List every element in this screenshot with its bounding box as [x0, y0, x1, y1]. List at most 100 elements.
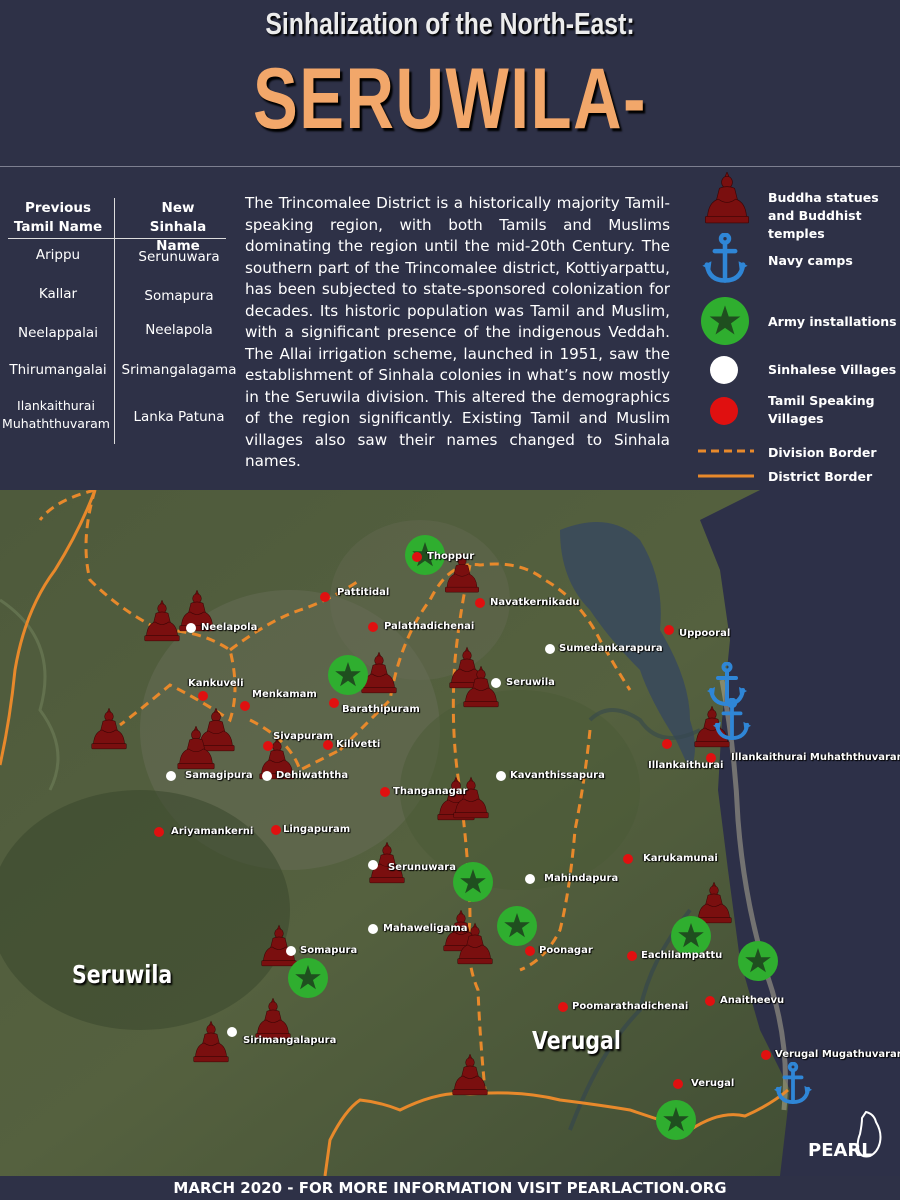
buddha-icon	[704, 172, 750, 224]
place-label: Kavanthissapura	[510, 770, 605, 781]
division-border	[38, 490, 632, 1091]
place-label: Somapura	[300, 945, 358, 956]
place-label: Pattitidal	[337, 587, 390, 598]
table-cell-new: Lanka Patuna	[133, 409, 225, 425]
tamil-village-marker	[154, 827, 164, 837]
place-label: Samagipura	[185, 770, 253, 781]
sinhalese-village-marker	[545, 644, 555, 654]
table-cell-previous: Arippu	[35, 247, 81, 263]
header-divider	[0, 166, 900, 167]
legend-label-sinhalese: Sinhalese Villages	[768, 362, 897, 377]
place-label: Poomarathadichenai	[572, 1001, 689, 1012]
legend-label-district: District Border	[768, 469, 873, 484]
tamil-village-marker	[705, 996, 715, 1006]
table-cell-previous: Neelappalai	[18, 325, 98, 341]
column-header-line: Sinhala Name	[149, 219, 207, 254]
tamil-village-marker	[271, 825, 281, 835]
tamil-village-marker	[706, 753, 716, 763]
sea	[700, 490, 900, 1176]
table-cell-new: Srimangalagama	[121, 362, 237, 378]
header: Sinhalization of the North-East: SERUWIL…	[0, 0, 900, 246]
sinhalese-village-marker	[496, 771, 506, 781]
place-label: Sirimangalapura	[243, 1035, 337, 1046]
place-label: Navatkernikadu	[490, 597, 580, 608]
tamil-village-marker	[323, 740, 333, 750]
tamil-village-marker	[558, 1002, 568, 1012]
place-label: Serunuwara	[388, 862, 456, 873]
sinhalese-village-marker	[286, 946, 296, 956]
sinhalese-village-marker	[227, 1027, 237, 1037]
pearl-logo-text: PEARL	[808, 1140, 873, 1161]
sinhalese-village-marker	[262, 771, 272, 781]
place-label: Seruwila	[506, 677, 555, 688]
tamil-village-marker	[627, 951, 637, 961]
column-header-line: Tamil Name	[13, 219, 103, 235]
tamil-village-marker	[380, 787, 390, 797]
district-border-line-icon	[698, 474, 754, 478]
place-label: Anaitheevu	[720, 995, 785, 1006]
district-border	[323, 1088, 789, 1176]
legend-label-buddha: Buddha statues and Buddhist temples	[768, 190, 879, 241]
column-header-previous: Previous Tamil Name	[8, 199, 108, 237]
footer: MARCH 2020 - FOR MORE INFORMATION VISIT …	[0, 1176, 900, 1200]
sinhalese-village-marker-icon	[710, 356, 738, 384]
place-label: Poonagar	[539, 945, 593, 956]
page-subtitle: Sinhalization of the North-East:	[265, 6, 635, 41]
place-label: Neelapola	[201, 622, 258, 633]
place-label: Dehiwaththa	[276, 770, 349, 781]
description-text: The Trincomalee District is a historical…	[245, 194, 670, 470]
village-markers	[154, 552, 771, 1089]
tamil-village-marker	[263, 741, 273, 751]
column-header-new: New Sinhala Name	[128, 199, 228, 256]
sinhalese-village-marker	[491, 678, 501, 688]
sinhalese-village-marker	[368, 924, 378, 934]
sinhalese-village-marker	[525, 874, 535, 884]
column-header-line: Previous	[24, 200, 92, 216]
map-canvas	[0, 490, 900, 1176]
place-label: Thoppur	[427, 551, 475, 562]
info-panel	[0, 167, 900, 490]
place-label: Mahindapura	[544, 873, 619, 884]
district-border	[0, 490, 97, 766]
anchor-icon	[702, 233, 748, 285]
tamil-village-marker	[525, 946, 535, 956]
table-cell-new: Serunuwara	[138, 249, 220, 265]
tamil-village-marker	[761, 1050, 771, 1060]
sinhalese-village-marker	[166, 771, 176, 781]
place-label: Verugal Mugathuvaram	[775, 1049, 900, 1060]
place-label: Verugal	[691, 1078, 735, 1089]
forest-area	[400, 690, 640, 890]
tamil-village-marker	[673, 1079, 683, 1089]
place-label: Illankaithurai Muhaththuvaram	[731, 752, 900, 763]
sinhalese-village-marker	[186, 623, 196, 633]
legend-label-navy: Navy camps	[768, 253, 853, 268]
division-label-seruwila: Seruwila	[72, 960, 173, 989]
place-label: Illankaithurai	[648, 760, 724, 771]
tamil-village-marker	[664, 625, 674, 635]
place-label: Kankuveli	[188, 678, 244, 689]
table-cell-new: Somapura	[144, 288, 214, 304]
division-border-line-icon	[698, 449, 754, 453]
tamil-village-marker	[320, 592, 330, 602]
tamil-village-marker	[662, 739, 672, 749]
place-label: Sumedankarapura	[559, 643, 663, 654]
lagoon	[560, 522, 695, 770]
place-label: Sivapuram	[273, 731, 334, 742]
legend-label-army: Army installations	[768, 314, 897, 329]
table-cell-previous: Kallar	[38, 286, 78, 302]
table-cell-previous: Thirumangalai	[9, 362, 107, 378]
place-label: Thanganagar	[393, 786, 468, 797]
table-cell-new: Neelapola	[145, 322, 213, 338]
table-header-rule	[8, 238, 226, 239]
place-label: Barathipuram	[342, 704, 420, 715]
place-label: Ariyamankerni	[171, 826, 254, 837]
place-label: Kilivetti	[336, 739, 381, 750]
tamil-village-marker-icon	[710, 397, 738, 425]
place-label: Karukamunai	[643, 853, 718, 864]
pearl-logo-icon	[856, 1110, 882, 1158]
place-label: Uppooral	[679, 628, 731, 639]
place-label: Lingapuram	[283, 824, 351, 835]
army-star-icon	[701, 297, 749, 345]
place-label: Eachilampattu	[641, 950, 723, 961]
